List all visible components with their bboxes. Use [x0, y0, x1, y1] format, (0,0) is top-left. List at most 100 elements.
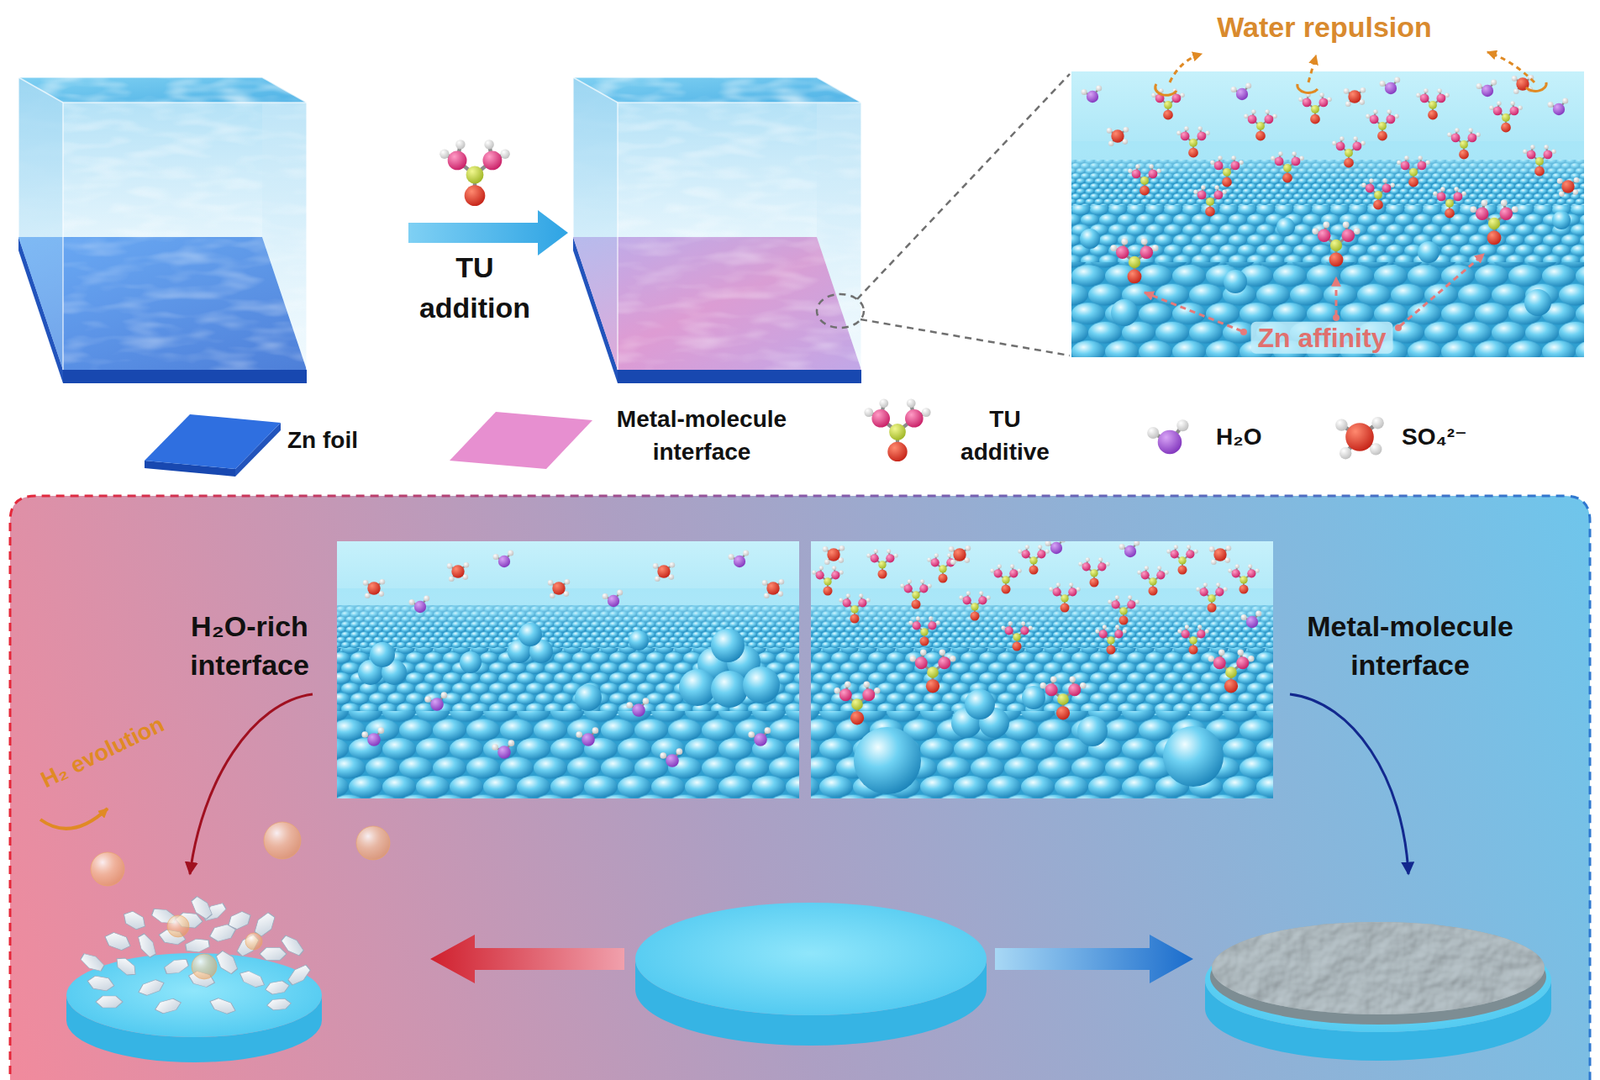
dendrite-disc [66, 952, 322, 1037]
step-label: TU addition [411, 247, 538, 328]
water-rich-inset [742, 666, 780, 704]
water-rich-inset [574, 684, 602, 711]
metal-molecule-inset [964, 689, 995, 720]
water-rich-inset [547, 578, 570, 599]
water-rich-inset [336, 710, 800, 799]
dendrite-disc [102, 930, 133, 953]
interface-inset [1071, 71, 1585, 358]
interface-inset [1110, 237, 1158, 284]
dendrite-disc [86, 974, 116, 993]
metal-molecule-inset [811, 565, 843, 595]
interface-inset [1552, 210, 1571, 230]
metal-molecule-inset [822, 545, 845, 565]
interface-inset [1379, 77, 1401, 95]
water-repulsion-arrows [1487, 52, 1535, 83]
panel-label: Metal-molecule interface [1284, 606, 1537, 685]
legend-icons [1335, 416, 1385, 459]
water-rich-inset [652, 562, 675, 582]
outcome-arrows [189, 694, 1409, 874]
uniform-deposit-disc [1211, 921, 1545, 1015]
dendrite-disc [208, 995, 238, 1016]
annotation-label: Water repulsion [1216, 10, 1432, 45]
metal-molecule-inset [1227, 563, 1259, 594]
interface-cube [573, 77, 862, 384]
metal-molecule-inset [1077, 715, 1108, 747]
interface-inset [1298, 92, 1332, 124]
dendrite-disc [234, 931, 262, 959]
water-rich-inset [575, 726, 599, 746]
tu-addition-arrow [408, 210, 569, 256]
zn-affinity-dots [1240, 328, 1248, 336]
zn-foil-cube [18, 77, 307, 370]
step-label-holder: TU addition [411, 247, 538, 328]
metal-molecule-inset [810, 647, 1274, 716]
dendrite-disc [184, 936, 211, 955]
water-rich-inset [626, 697, 649, 716]
dendrite-disc [153, 996, 184, 1016]
water-repulsion-arrows [1308, 55, 1316, 83]
interface-inset [1243, 109, 1278, 141]
legend-label-holder: Zn foil [287, 426, 358, 455]
legend-label-holder: TU additive [954, 402, 1056, 469]
water-repulsion-arrows [1297, 84, 1318, 93]
hydrogen-bubbles [191, 953, 217, 979]
metal-molecule-inset [1000, 621, 1032, 651]
water-rich-inset [459, 651, 482, 674]
interface-inset [1110, 299, 1138, 327]
interface-inset [1223, 269, 1248, 294]
uniform-deposit-disc [1211, 921, 1545, 1015]
legend-swatch [144, 414, 281, 469]
metal-molecule-inset [1119, 541, 1141, 558]
metal-molecule-inset [900, 578, 932, 609]
metal-molecule-inset [1107, 594, 1139, 625]
legend-label: H₂O [1215, 422, 1262, 452]
legend-icons [1147, 419, 1189, 454]
interface-inset [1276, 217, 1295, 237]
metal-molecule-inset [1209, 545, 1232, 565]
water-rich-inset [659, 747, 683, 767]
interface-inset [1361, 178, 1395, 210]
interface-inset [1127, 163, 1162, 195]
metal-molecule-inset [1017, 544, 1049, 574]
dendrite-disc [78, 950, 106, 974]
interface-inset [1489, 100, 1523, 132]
legend-swatch [449, 411, 593, 469]
legend-label: Zn foil [287, 426, 358, 455]
metal-molecule-inset [951, 685, 1108, 747]
metal-molecule-inset [1078, 557, 1110, 587]
interface-inset [1071, 159, 1585, 358]
dendrite-disc [113, 953, 140, 979]
zn-affinity-arrows [1335, 277, 1338, 316]
comparison-panel [10, 495, 1590, 1080]
dendrite-disc [278, 932, 306, 958]
tu-addition-arrow [439, 139, 511, 206]
interface-inset [1311, 221, 1360, 267]
dendrite-disc [264, 979, 291, 996]
interface-inset [1079, 228, 1100, 249]
hydrogen-bubbles [263, 821, 301, 859]
water-rich-inset [424, 691, 448, 711]
water-rich-inset [728, 550, 750, 569]
water-rich-inset [336, 541, 800, 799]
interface-inset [1193, 184, 1227, 216]
interface-inset [1469, 199, 1518, 245]
interface-inset [1447, 127, 1481, 159]
interface-inset [1270, 151, 1305, 183]
metal-molecule-inset [1163, 726, 1224, 787]
interface-inset [1522, 144, 1557, 176]
water-rich-inset [361, 726, 385, 746]
water-rich-inset [409, 595, 431, 614]
water-rich-inset [357, 622, 780, 711]
metal-molecule-inset [1094, 624, 1127, 654]
water-repulsion-arrows [1155, 84, 1177, 95]
interface-inset [1557, 177, 1579, 197]
interface-inset [1231, 83, 1253, 101]
dendrite-disc [136, 977, 167, 998]
metal-molecule-inset [1208, 649, 1255, 694]
interface-inset [1331, 136, 1366, 168]
metal-molecule-inset [834, 681, 881, 726]
water-rich-inset [491, 739, 515, 758]
interface-inset [1524, 289, 1552, 316]
metal-molecule-inset [838, 593, 870, 623]
hydrogen-bubbles [90, 852, 125, 886]
